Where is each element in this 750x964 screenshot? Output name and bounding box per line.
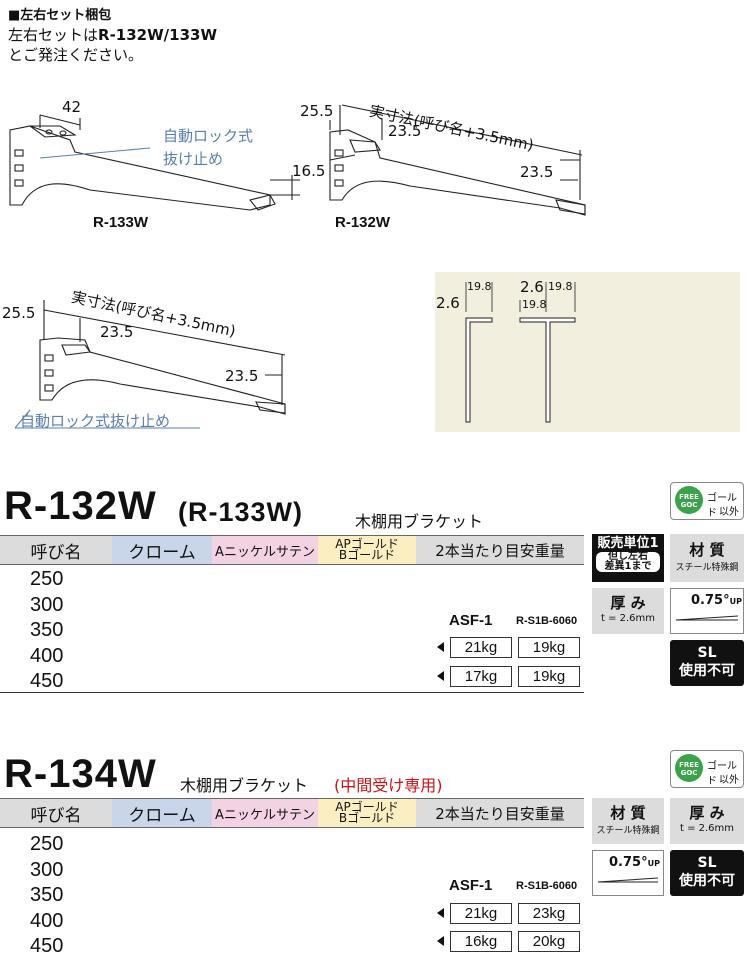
- arrow-left-icon: [437, 936, 444, 946]
- angle-card: 0.75°UP: [592, 850, 664, 896]
- bracket-drawings: [9, 104, 740, 432]
- product-subtitle: 木棚用ブラケット: [355, 512, 484, 531]
- badge-line1: ゴールド: [707, 493, 737, 519]
- load-asf-row1: 21kg: [450, 637, 512, 658]
- load-asf-row1: 21kg: [450, 903, 512, 924]
- size-400: 400: [30, 644, 64, 667]
- r132-bracket-figure: [329, 104, 586, 216]
- angle-up-icon: [675, 615, 739, 621]
- badge-line2: 以外: [719, 775, 739, 786]
- badge-line2: 以外: [719, 507, 739, 518]
- size-list: 250 300 350 400 450: [30, 567, 63, 695]
- set-note-heading: ■左右セット梱包: [8, 8, 112, 23]
- arrow-left-icon: [437, 642, 444, 652]
- header-load: 2本当たり目安重量: [416, 535, 584, 565]
- arrow-left-icon: [437, 908, 444, 918]
- set-note-line2: 左右セットはR-132W/133W: [8, 26, 217, 44]
- size-list: 250 300 350 400 450: [30, 832, 63, 960]
- r132-dim-a: 25.5: [300, 102, 334, 120]
- size-350: 350: [30, 619, 64, 642]
- material-card: 材 質 スチール特殊鋼: [670, 534, 744, 582]
- load-asf-row2: 16kg: [450, 931, 512, 952]
- bottom-dim-b: 23.5: [100, 323, 134, 341]
- angle-up-icon: [597, 877, 659, 883]
- bottom-dim-a: 25.5: [2, 304, 36, 322]
- thickness-card: 厚 み t = 2.6mm: [670, 798, 744, 844]
- load-rs1b-row1: 23kg: [518, 903, 580, 924]
- header-nickel-satin: Aニッケルサテン: [212, 535, 318, 565]
- load-head-asf: ASF-1: [449, 877, 493, 894]
- arrow-left-icon: [437, 671, 444, 681]
- sales-unit-note: 但し左右差異1まで: [596, 552, 660, 572]
- size-300: 300: [30, 858, 64, 881]
- header-nominal: 呼び名: [0, 798, 112, 828]
- sl-not-usable-badge: SL 使用不可: [670, 850, 744, 896]
- section-profiles: [465, 317, 576, 423]
- angle-value: 0.75°UP: [609, 855, 660, 870]
- product-title: R-132W: [4, 484, 157, 528]
- header-nickel-satin: Aニッケルサテン: [212, 798, 318, 828]
- r133-bracket-figure: [9, 114, 300, 211]
- section-panel: [435, 272, 740, 432]
- r132-label: R-132W: [335, 214, 391, 231]
- r133-callout-line1: 自動ロック式: [163, 127, 254, 145]
- section-left-thickness: 2.6: [436, 294, 460, 312]
- set-note-line3: とご発注ください。: [8, 46, 144, 64]
- size-450: 450: [30, 935, 64, 958]
- sales-unit-badge: 販売単位1 但し左右差異1まで: [592, 534, 664, 582]
- size-350: 350: [30, 884, 64, 907]
- angle-card: 0.75°UP: [670, 588, 744, 634]
- section-left-width: 19.8: [467, 280, 492, 293]
- load-rs1b-row1: 19kg: [518, 637, 580, 658]
- sl-not-usable-badge: SL 使用不可: [670, 640, 744, 686]
- section-right-width-top: 19.8: [548, 280, 573, 293]
- bottom-bracket-figure: [14, 300, 286, 429]
- thickness-card: 厚 み t = 2.6mm: [592, 588, 664, 634]
- size-250: 250: [30, 568, 64, 590]
- r133-dim-side: 16.5: [292, 162, 326, 180]
- r133-label: R-133W: [93, 214, 149, 231]
- bottom-dim-c: 23.5: [225, 367, 259, 385]
- bottom-callout: 自動ロック式抜け止め: [20, 412, 171, 430]
- table-bottom-rule: [0, 692, 584, 693]
- load-rs1b-row2: 19kg: [518, 666, 580, 687]
- r133-dim-top: 42: [62, 98, 82, 116]
- section-right-width-bottom: 19.8: [522, 298, 547, 311]
- product-subtitle-note: (中間受け専用): [334, 776, 443, 795]
- load-head-rs1b: R-S1B-6060: [516, 615, 578, 627]
- material-card: 材 質 スチール特殊鋼: [592, 798, 664, 844]
- section-right-thickness: 2.6: [520, 278, 544, 296]
- product-title-paren: (R-133W): [178, 497, 304, 527]
- product-subtitle: 木棚用ブラケット: [180, 776, 309, 795]
- load-head-asf: ASF-1: [449, 612, 493, 629]
- header-nominal: 呼び名: [0, 535, 112, 565]
- header-chrome: クローム: [112, 535, 212, 565]
- load-rs1b-row2: 20kg: [518, 931, 580, 952]
- load-head-rs1b: R-S1B-6060: [516, 880, 578, 892]
- r133-callout-line2: 抜け止め: [163, 150, 224, 168]
- angle-value: 0.75°UP: [691, 593, 742, 608]
- size-400: 400: [30, 909, 64, 932]
- size-300: 300: [30, 593, 64, 616]
- header-load: 2本当たり目安重量: [416, 798, 584, 828]
- load-asf-row2: 17kg: [450, 666, 512, 687]
- badge-line1: ゴールド: [707, 761, 737, 787]
- product-title: R-134W: [4, 752, 157, 796]
- r132-dim-b: 23.5: [388, 122, 422, 140]
- r132-dim-c: 23.5: [520, 163, 554, 181]
- header-chrome: クローム: [112, 798, 212, 828]
- size-250: 250: [30, 833, 64, 855]
- size-450: 450: [30, 670, 64, 693]
